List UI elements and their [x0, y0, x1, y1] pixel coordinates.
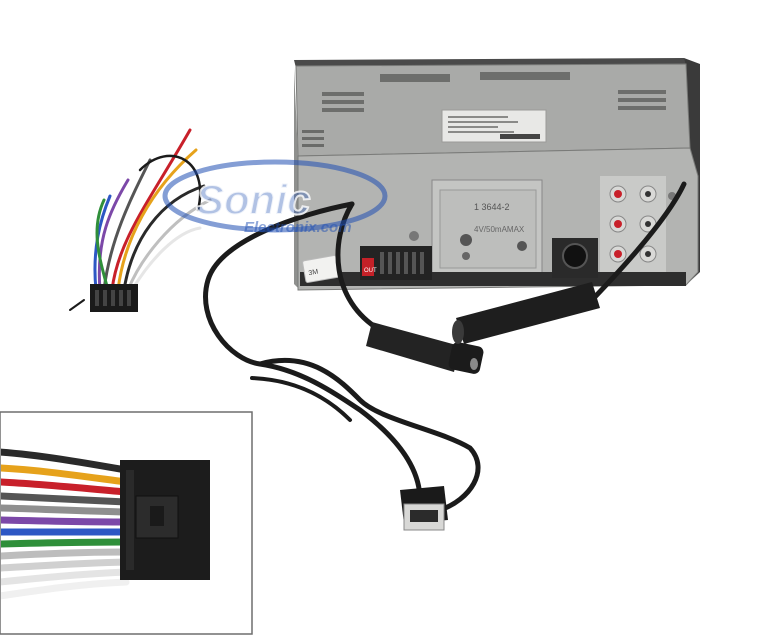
watermark-logo: Sonic Electronix.com: [162, 159, 388, 236]
head-unit: 1 3644-2 4V/50mAMAX OUT 3M: [294, 58, 700, 291]
cables: [203, 181, 687, 513]
max-label: 4V/50mAMAX: [474, 225, 525, 234]
aux-jack: [366, 322, 484, 374]
wiring-harness: [69, 128, 212, 311]
svg-text:3M: 3M: [308, 269, 319, 278]
pin-label: OUT: [364, 268, 377, 274]
watermark-brand-main: Sonic: [196, 176, 310, 223]
part-number-label: 1 3644-2: [474, 202, 510, 212]
harness-closeup-inset: [0, 411, 253, 635]
usb-connector: [400, 486, 448, 531]
extension-connector: [452, 282, 600, 344]
watermark-brand-sub: Electronix.com: [244, 219, 352, 236]
